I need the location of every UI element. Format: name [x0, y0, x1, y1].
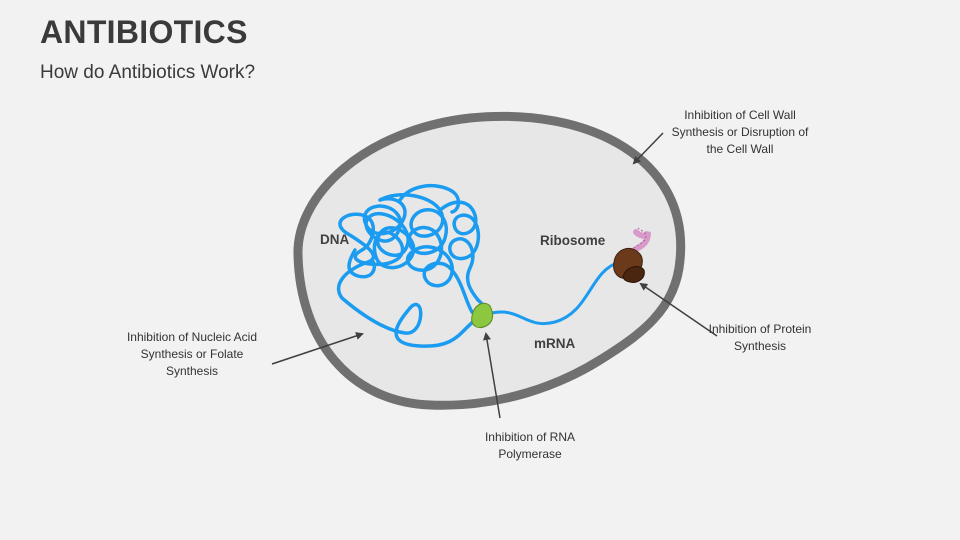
ribosome-label: Ribosome	[540, 233, 606, 248]
page-subtitle: How do Antibiotics Work?	[40, 62, 256, 83]
dna-label: DNA	[320, 232, 350, 247]
annotation-nucleic-acid: Inhibition of Nucleic Acid Synthesis or …	[126, 330, 258, 378]
protein-synthesis-arrow	[639, 282, 718, 337]
annotation-cell-wall: Inhibition of Cell Wall Synthesis or Dis…	[671, 108, 809, 156]
cell-wall-arrow	[632, 132, 664, 165]
rna-polymerase-arrow	[483, 332, 501, 419]
mrna-label: mRNA	[534, 336, 576, 351]
page-title: ANTIBIOTICS	[40, 14, 248, 50]
ribosome	[613, 227, 651, 283]
nucleic-acid-arrow	[271, 332, 364, 365]
dna-strand	[336, 183, 487, 348]
mrna-strand	[486, 260, 622, 325]
cell-wall	[293, 111, 686, 410]
annotation-rna-polymerase: Inhibition of RNA Polymerase	[484, 430, 576, 461]
annotation-protein-synthesis: Inhibition of Protein Synthesis	[708, 322, 812, 353]
rna-polymerase	[471, 302, 494, 329]
